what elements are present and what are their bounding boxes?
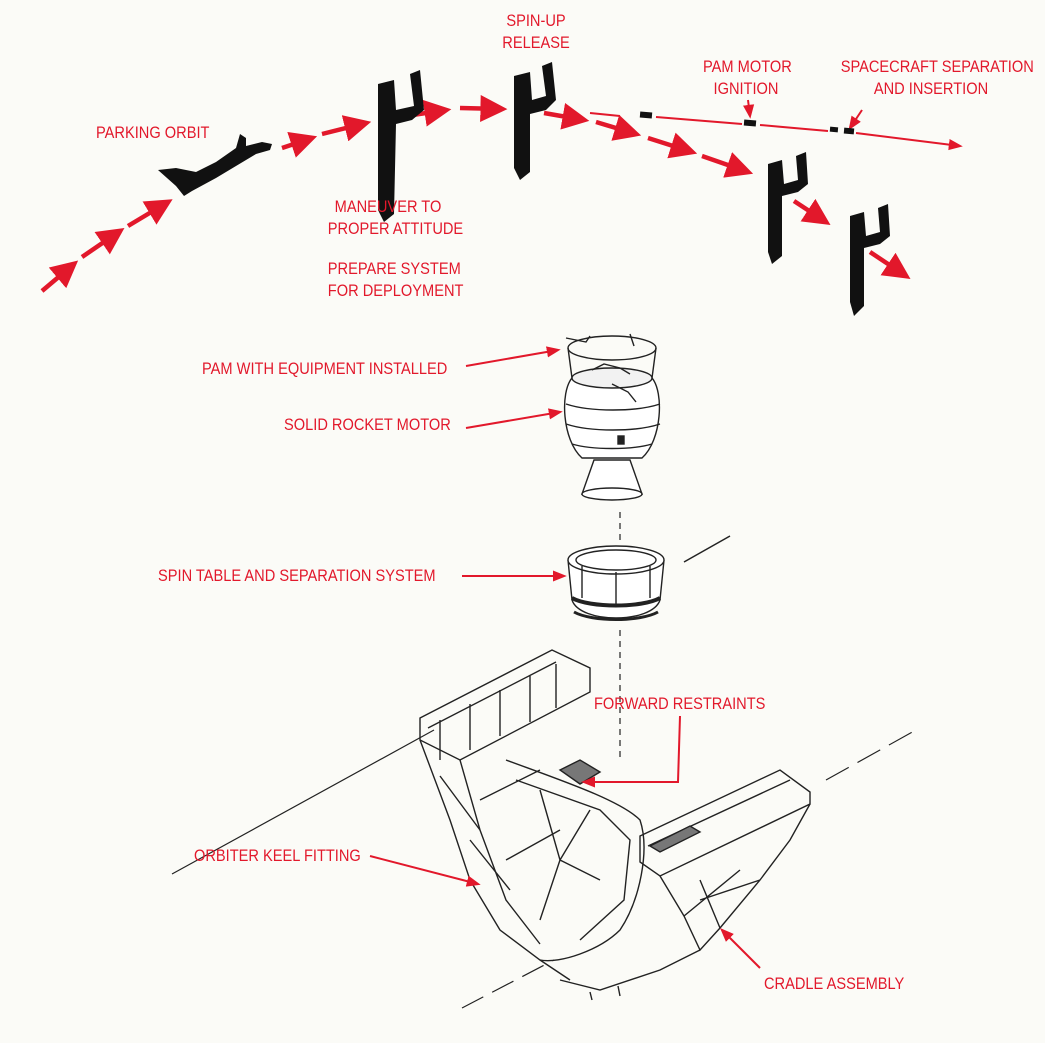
label-pam-with-equipment: PAM WITH EQUIPMENT INSTALLED	[202, 359, 448, 378]
pam-rocket-motor	[563, 333, 661, 501]
label-maneuver-line2: PROPER ATTITUDE	[327, 219, 464, 238]
label-spin-table: SPIN TABLE AND SEPARATION SYSTEM	[158, 566, 436, 585]
spin-table-guide	[683, 535, 731, 563]
label-prepare-system: PREPARE SYSTEM FOR DEPLOYMENT	[327, 258, 464, 302]
label-maneuver: MANEUVER TO PROPER ATTITUDE	[327, 196, 464, 240]
label-prepare-line2: FOR DEPLOYMENT	[327, 281, 464, 300]
label-solid-rocket-motor: SOLID ROCKET MOTOR	[284, 415, 451, 434]
pam-trajectory	[589, 99, 963, 151]
orbiter-spin-up	[514, 62, 556, 180]
label-orbiter-keel-fitting: ORBITER KEEL FITTING	[194, 846, 361, 865]
orbiter-separation-2	[850, 204, 890, 316]
label-parking-orbit: PARKING ORBIT	[96, 123, 210, 142]
label-spin-up-line1: SPIN-UP	[506, 11, 566, 30]
leader-arrows	[369, 346, 761, 969]
label-spacecraft-separation: SPACECRAFT SEPARATION AND INSERTION	[840, 56, 1034, 100]
label-pam-motor-line1: PAM MOTOR	[703, 57, 792, 76]
label-prepare-line1: PREPARE SYSTEM	[327, 259, 461, 278]
orbiter-separation-1	[768, 152, 808, 264]
pam-stages	[639, 111, 855, 135]
label-spin-up-release: SPIN-UP RELEASE	[502, 10, 571, 54]
orbiter-maneuver	[378, 70, 424, 222]
orbiter-parking-orbit	[158, 134, 272, 196]
label-maneuver-line1: MANEUVER TO	[334, 197, 442, 216]
label-spacecraft-line1: SPACECRAFT SEPARATION	[840, 57, 1034, 76]
label-spacecraft-line2: AND INSERTION	[873, 79, 989, 98]
label-pam-motor-ignition: PAM MOTOR IGNITION	[703, 56, 792, 100]
label-cradle-assembly: CRADLE ASSEMBLY	[764, 974, 905, 993]
label-pam-motor-line2: IGNITION	[713, 79, 779, 98]
cradle-assembly	[171, 649, 917, 1009]
spin-table	[567, 545, 665, 621]
label-forward-restraints: FORWARD RESTRAINTS	[594, 694, 766, 713]
label-spin-up-line2: RELEASE	[502, 33, 570, 52]
